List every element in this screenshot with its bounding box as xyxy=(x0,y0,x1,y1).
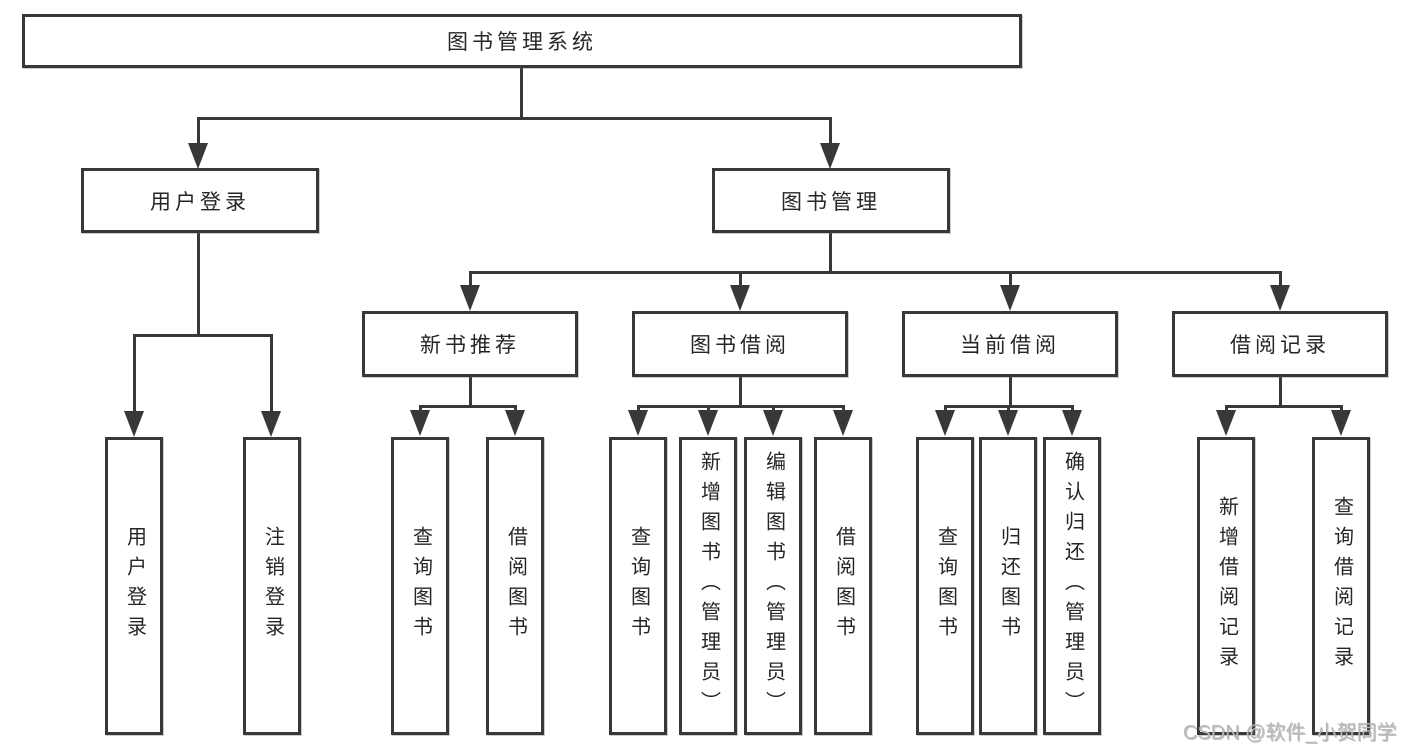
node-label: 查询借阅记录 xyxy=(1330,496,1353,676)
connector-line xyxy=(469,377,472,406)
node-label: 当前借阅 xyxy=(960,334,1060,357)
leaf-query-books-current: 查询图书 xyxy=(916,437,974,735)
leaf-borrow-books-borrowing: 借阅图书 xyxy=(814,437,872,735)
node-book-management: 图书管理 xyxy=(712,168,950,233)
connector-line xyxy=(707,405,710,411)
node-borrowing-records: 借阅记录 xyxy=(1172,311,1388,377)
connector-line xyxy=(1009,271,1012,286)
node-label: 注销登录 xyxy=(261,526,284,646)
connector-line xyxy=(772,405,775,411)
connector-line xyxy=(514,405,517,411)
arrowhead-down-icon xyxy=(1062,410,1082,436)
arrowhead-down-icon xyxy=(1000,285,1020,311)
arrowhead-down-icon xyxy=(698,410,718,436)
connector-line xyxy=(419,405,422,411)
connector-line xyxy=(270,334,273,411)
node-label: 查询图书 xyxy=(627,526,650,646)
node-label: 编辑图书（管理员） xyxy=(762,451,785,721)
arrowhead-down-icon xyxy=(505,410,525,436)
arrowhead-down-icon xyxy=(1331,410,1351,436)
arrowhead-down-icon xyxy=(628,410,648,436)
arrowhead-down-icon xyxy=(188,143,208,169)
arrowhead-down-icon xyxy=(763,410,783,436)
arrowhead-down-icon xyxy=(833,410,853,436)
connector-line xyxy=(637,405,844,408)
node-label: 用户登录 xyxy=(150,190,250,214)
arrowhead-down-icon xyxy=(410,410,430,436)
connector-line xyxy=(637,405,640,411)
node-label: 新增借阅记录 xyxy=(1215,496,1238,676)
connector-line xyxy=(1009,377,1012,406)
node-label: 确认归还（管理员） xyxy=(1061,451,1084,721)
connector-line xyxy=(197,233,200,335)
connector-line xyxy=(197,117,200,143)
leaf-return-book: 归还图书 xyxy=(979,437,1037,735)
connector-line xyxy=(419,405,516,408)
node-label: 图书借阅 xyxy=(690,334,790,357)
node-label: 借阅图书 xyxy=(504,526,527,646)
leaf-confirm-return-admin: 确认归还（管理员） xyxy=(1043,437,1101,735)
node-current-borrowing: 当前借阅 xyxy=(902,311,1118,377)
connector-line xyxy=(1225,405,1342,408)
connector-line xyxy=(1007,405,1010,411)
node-label: 新增图书（管理员） xyxy=(697,451,720,721)
node-label: 归还图书 xyxy=(997,526,1020,646)
arrowhead-down-icon xyxy=(998,410,1018,436)
watermark-text: CSDN @软件_小贺同学 xyxy=(1183,722,1397,744)
leaf-query-books-recommend: 查询图书 xyxy=(391,437,449,735)
leaf-add-borrow-record: 新增借阅记录 xyxy=(1197,437,1255,735)
connector-line xyxy=(944,405,947,411)
arrowhead-down-icon xyxy=(730,285,750,311)
connector-line xyxy=(469,271,472,286)
node-label: 用户登录 xyxy=(123,526,146,646)
node-label: 借阅记录 xyxy=(1230,334,1330,357)
arrowhead-down-icon xyxy=(820,143,840,169)
connector-line xyxy=(842,405,845,411)
connector-line xyxy=(1279,271,1282,286)
node-label: 查询图书 xyxy=(409,526,432,646)
connector-line xyxy=(1340,405,1343,411)
node-label: 图书管理系统 xyxy=(447,31,597,54)
node-new-book-recommend: 新书推荐 xyxy=(362,311,578,377)
node-label: 借阅图书 xyxy=(832,526,855,646)
leaf-borrow-books-recommend: 借阅图书 xyxy=(486,437,544,735)
connector-line xyxy=(133,334,273,337)
node-label: 新书推荐 xyxy=(420,334,520,357)
leaf-query-books-borrowing: 查询图书 xyxy=(609,437,667,735)
connector-line xyxy=(739,377,742,406)
connector-line xyxy=(1071,405,1074,411)
connector-line xyxy=(197,117,831,120)
node-label: 查询图书 xyxy=(934,526,957,646)
leaf-logout: 注销登录 xyxy=(243,437,301,735)
node-book-borrowing: 图书借阅 xyxy=(632,311,848,377)
arrowhead-down-icon xyxy=(1216,410,1236,436)
leaf-edit-book-admin: 编辑图书（管理员） xyxy=(744,437,802,735)
arrowhead-down-icon xyxy=(1270,285,1290,311)
node-library-management-system: 图书管理系统 xyxy=(22,14,1022,68)
connector-line xyxy=(1279,377,1282,406)
arrowhead-down-icon xyxy=(261,411,281,437)
leaf-query-borrow-record: 查询借阅记录 xyxy=(1312,437,1370,735)
node-user-login: 用户登录 xyxy=(81,168,319,233)
connector-line xyxy=(1225,405,1228,411)
connector-line xyxy=(520,68,523,118)
connector-line xyxy=(469,271,1282,274)
connector-line xyxy=(829,117,832,143)
connector-line xyxy=(739,271,742,286)
arrowhead-down-icon xyxy=(935,410,955,436)
arrowhead-down-icon xyxy=(124,411,144,437)
arrowhead-down-icon xyxy=(460,285,480,311)
leaf-user-login: 用户登录 xyxy=(105,437,163,735)
connector-line xyxy=(829,233,832,272)
leaf-add-book-admin: 新增图书（管理员） xyxy=(679,437,737,735)
node-label: 图书管理 xyxy=(781,190,881,214)
connector-line xyxy=(133,334,136,411)
